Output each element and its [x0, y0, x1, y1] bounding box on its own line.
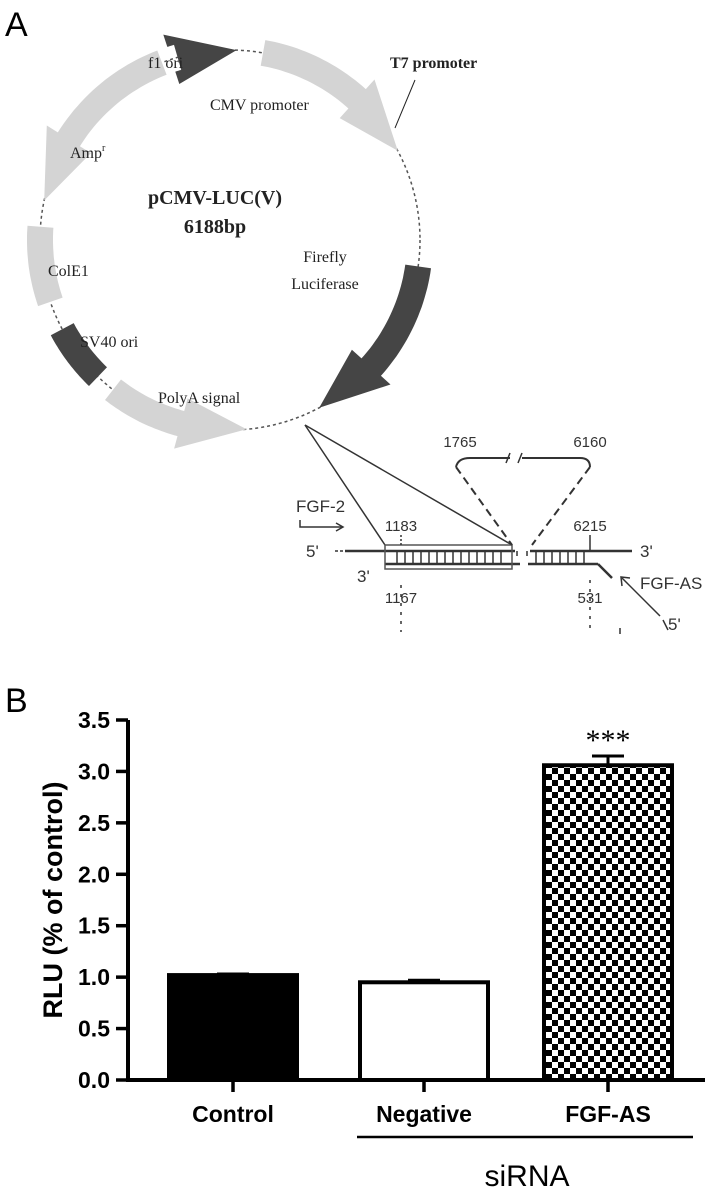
zoom-line-left — [304, 424, 386, 546]
label-bottom-5prime: 5' — [668, 615, 681, 634]
cole1-block — [27, 225, 63, 307]
bar-control — [167, 973, 299, 1082]
panel-letter-b: B — [5, 682, 28, 720]
pos-1183: 1183 — [385, 518, 417, 535]
f1-ori-arrow — [163, 34, 237, 84]
significance-marker: *** — [586, 724, 631, 757]
fgfas-arrow — [621, 577, 661, 617]
label-polya: PolyA signal — [158, 390, 241, 407]
pos-6160: 6160 — [573, 434, 606, 451]
bar-negative — [358, 980, 490, 1082]
pos-1167: 1167 — [385, 590, 417, 607]
y-tick-label: 2.5 — [78, 810, 110, 836]
construct-labels: 1765 6160 FGF-2 1183 6215 5' 3' 3' FGF-A… — [296, 434, 702, 634]
target-box — [384, 544, 513, 570]
gap-dash-right — [531, 466, 591, 546]
label-top-3prime: 3' — [640, 542, 653, 561]
plasmid-size: 6188bp — [184, 216, 246, 238]
label-fgf2: FGF-2 — [296, 497, 345, 516]
gap-bracket — [455, 457, 591, 468]
pos-6215: 6215 — [573, 518, 606, 535]
label-luciferase: Luciferase — [291, 276, 359, 293]
zoom-line-right — [304, 424, 513, 546]
cmv-promoter-arrow — [260, 40, 398, 151]
gap-dash-left — [455, 466, 513, 546]
label-bottom-3prime: 3' — [357, 567, 370, 586]
y-tick-label: 1.5 — [78, 913, 110, 939]
pos-531: 531 — [577, 590, 602, 607]
label-cmv-promoter: CMV promoter — [210, 97, 309, 114]
y-axis-label: RLU (% of control) — [38, 782, 68, 1019]
y-tick-label: 1.0 — [78, 964, 110, 990]
fgf2-arrow — [299, 520, 342, 528]
group-label: siRNA — [484, 1160, 569, 1193]
label-cole1: ColE1 — [48, 263, 89, 280]
x-tick-label: Control — [192, 1101, 274, 1127]
label-top-5prime: 5' — [306, 542, 319, 561]
y-tick-label: 0.5 — [78, 1016, 110, 1042]
label-firefly: Firefly — [303, 249, 347, 266]
panel-letter-a: A — [5, 6, 28, 44]
pos-1765: 1765 — [443, 434, 476, 451]
label-fgfas: FGF-AS — [640, 574, 702, 593]
plasmid-map: f1 ori CMV promoter T7 promoter Ampr pCM… — [27, 34, 477, 449]
label-f1-ori: f1 ori — [148, 55, 184, 72]
polya-arrow — [105, 379, 247, 449]
y-tick-label: 3.0 — [78, 758, 110, 784]
bar-fgf-as — [542, 763, 674, 1082]
y-tick-label: 3.5 — [78, 707, 110, 733]
label-amp: Ampr — [70, 143, 106, 162]
y-tick-label: 0.0 — [78, 1067, 110, 1093]
plasmid-name: pCMV-LUC(V) — [148, 187, 282, 209]
t7-leader — [394, 79, 416, 129]
amp-arrow — [44, 50, 167, 201]
x-tick-label: FGF-AS — [565, 1101, 651, 1127]
label-t7-promoter: T7 promoter — [390, 55, 477, 72]
x-tick-label: Negative — [376, 1101, 472, 1127]
label-sv40-ori: SV40 ori — [80, 334, 139, 351]
luciferase-arrow — [319, 264, 431, 408]
y-tick-label: 2.0 — [78, 861, 110, 887]
sv40-ori-block — [50, 323, 107, 386]
construct-diagram — [299, 424, 669, 634]
